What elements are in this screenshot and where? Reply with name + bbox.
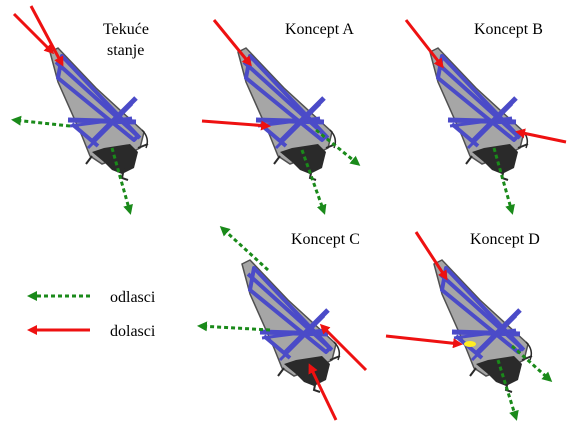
legend: odlasci dolasci [27, 289, 156, 340]
title-concept-b: Koncept B [474, 21, 543, 38]
departure-arrow [219, 225, 270, 272]
title-current-line1: Tekuće [103, 21, 149, 38]
title-concept-c: Koncept C [291, 231, 360, 248]
departure-arrow [197, 321, 271, 332]
departure-arrow [315, 128, 361, 166]
title-current-line2: stanje [107, 42, 144, 59]
panel-concept-d: Koncept D [385, 231, 553, 421]
departure-arrow [510, 344, 553, 383]
arrival-arrow [201, 119, 271, 131]
panel-current-state: Tekuće stanje [11, 5, 149, 215]
legend-departures-label: odlasci [110, 289, 156, 306]
departure-arrow [11, 115, 71, 128]
airport-layout-concept-d [434, 260, 532, 392]
arrival-arrow [212, 19, 252, 67]
highlight-marker [464, 341, 476, 347]
panel-concept-a: Koncept A [201, 19, 361, 215]
legend-arrivals-label: dolasci [110, 323, 156, 340]
arrival-arrow [414, 231, 448, 281]
airport-layout-concept-c [242, 260, 340, 392]
title-concept-a: Koncept A [285, 21, 354, 38]
arrival-arrow [404, 19, 444, 69]
departure-arrow [300, 149, 327, 215]
airport-layout-current [50, 48, 148, 180]
title-concept-d: Koncept D [470, 231, 540, 248]
airport-layout-concept-b [430, 48, 528, 180]
airport-layout-concept-a [238, 48, 336, 180]
arrival-arrow [319, 323, 368, 372]
arrival-arrow [385, 334, 463, 349]
panel-concept-b: Koncept B [404, 19, 567, 215]
arrival-arrow [29, 5, 64, 67]
departure-arrow [496, 359, 519, 421]
panel-concept-c: Koncept C [197, 225, 368, 421]
arrival-arrow [515, 128, 567, 144]
arrival-arrow [308, 363, 338, 421]
arrival-arrow [12, 12, 55, 55]
